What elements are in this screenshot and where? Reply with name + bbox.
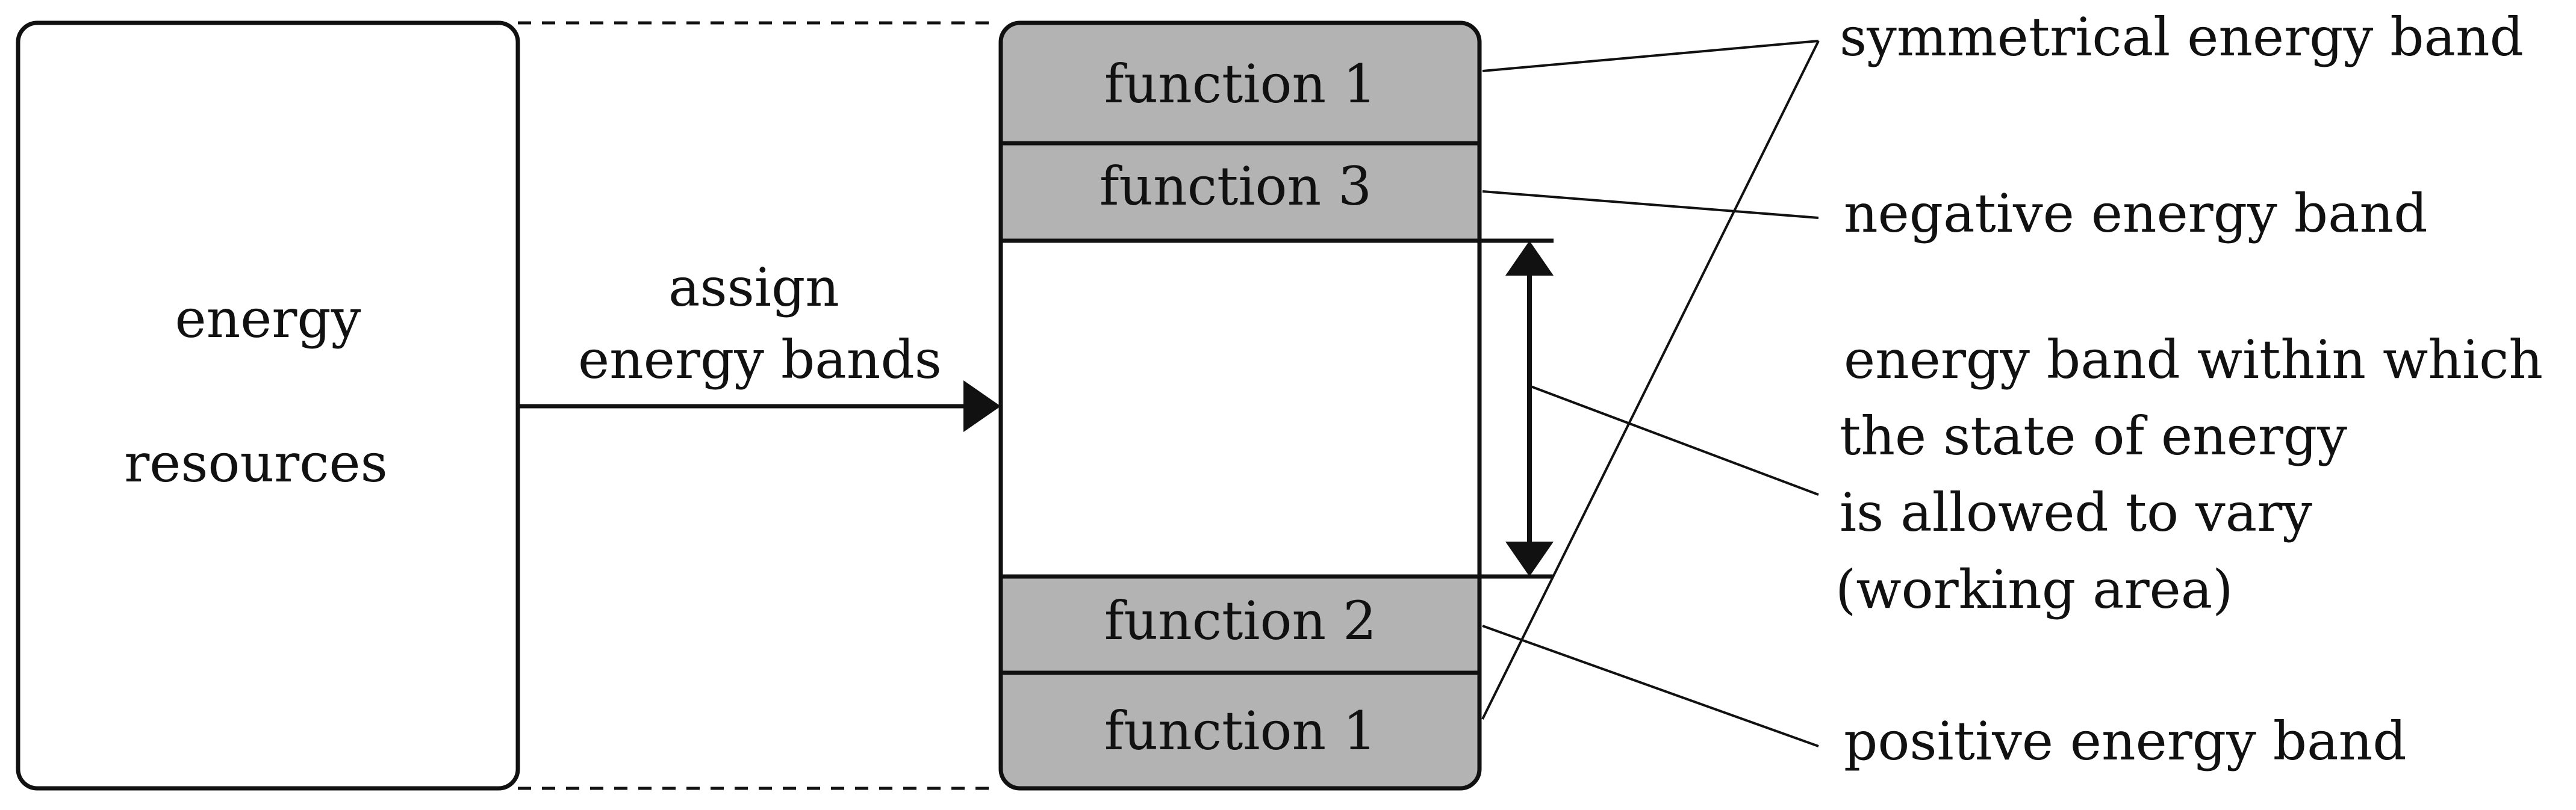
assign-arrow-head (963, 380, 1001, 432)
band-stack: function 1 function 3 function 2 functio… (998, 20, 1554, 791)
band-stack-outline (998, 20, 1482, 791)
band-function-2 (1001, 577, 1479, 673)
leader-symmetrical-top (1482, 40, 1819, 72)
band-working-area (1001, 241, 1479, 577)
band-label-function-1-top: function 1 (1104, 53, 1377, 115)
annotation-working-area-line1: energy band within which (1844, 329, 2543, 391)
leader-working-area (1530, 385, 1819, 496)
band-function-1-bottom (1001, 673, 1479, 788)
leader-symmetrical-bottom (1481, 40, 1820, 720)
annotation-symmetrical-energy-band: symmetrical energy band (1840, 6, 2524, 68)
leader-negative (1482, 190, 1819, 219)
band-function-1-top (1001, 23, 1479, 143)
annotation-working-area-line4: (working area) (1835, 558, 2233, 620)
working-area-arrow-head-up (1505, 241, 1554, 276)
band-function-3 (1001, 143, 1479, 241)
band-label-function-3: function 3 (1100, 155, 1372, 217)
energy-resources-label-line2: resources (124, 432, 388, 494)
assign-arrow-label-line2: energy bands (578, 329, 942, 391)
working-area-arrow-head-down (1505, 542, 1554, 577)
annotation-negative-energy-band: negative energy band (1844, 182, 2428, 244)
leader-positive (1482, 625, 1819, 747)
assign-arrow-label-line1: assign (668, 256, 839, 318)
annotation-working-area-line2: the state of energy (1840, 405, 2347, 467)
energy-resources-label-line1: energy (175, 288, 361, 350)
annotation-positive-energy-band: positive energy band (1844, 710, 2407, 772)
band-label-function-2: function 2 (1104, 590, 1377, 652)
energy-resources-box (16, 20, 520, 791)
annotation-working-area-line3: is allowed to vary (1840, 481, 2312, 543)
band-label-function-1-bottom: function 1 (1104, 700, 1377, 762)
